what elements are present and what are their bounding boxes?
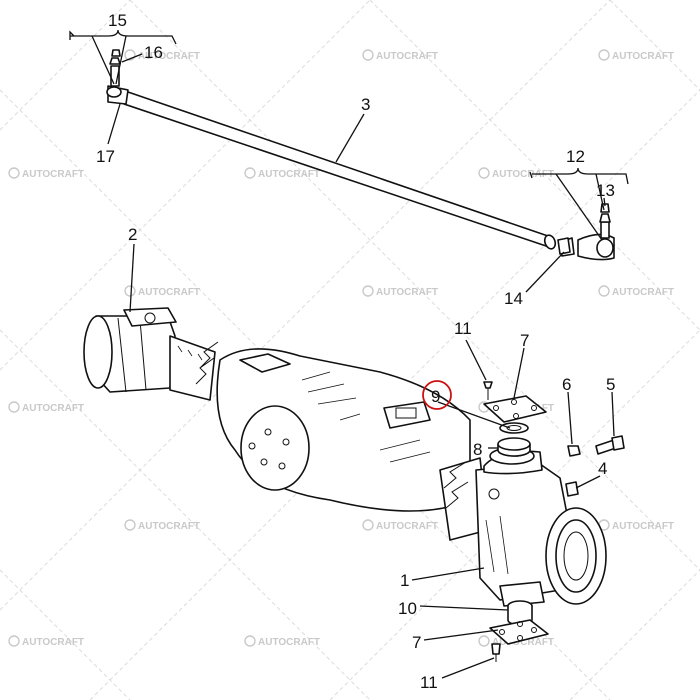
svg-text:AUTOCRAFT: AUTOCRAFT [612, 51, 674, 62]
watermark: AUTOCRAFT [362, 519, 438, 532]
svg-text:AUTOCRAFT: AUTOCRAFT [376, 521, 438, 532]
callout-16: 16 [144, 43, 163, 62]
callout-2: 2 [128, 225, 137, 244]
svg-text:AUTOCRAFT: AUTOCRAFT [492, 169, 554, 180]
svg-text:AUTOCRAFT: AUTOCRAFT [258, 169, 320, 180]
watermark: AUTOCRAFT [478, 635, 554, 648]
break-mark-left [195, 341, 219, 385]
watermark: AUTOCRAFT [244, 167, 320, 180]
svg-text:AUTOCRAFT: AUTOCRAFT [22, 637, 84, 648]
svg-text:AUTOCRAFT: AUTOCRAFT [492, 637, 554, 648]
svg-text:AUTOCRAFT: AUTOCRAFT [258, 637, 320, 648]
lower-cap-plate [489, 619, 549, 645]
watermark: AUTOCRAFT [244, 635, 320, 648]
lower-screw [491, 643, 501, 655]
left-ball-joint [106, 57, 129, 105]
watermark: AUTOCRAFT [8, 635, 84, 648]
tie-rod-tube-end [543, 234, 557, 250]
callout-9: 9 [431, 387, 440, 406]
callout-11: 11 [454, 319, 472, 338]
callout-5: 5 [606, 375, 615, 394]
watermark: AUTOCRAFT [598, 285, 674, 298]
differential-cover [240, 405, 310, 491]
exploded-parts [111, 49, 625, 662]
upper-cap-plate [483, 395, 547, 423]
axle-housing [83, 307, 607, 607]
callout-6: 6 [562, 375, 571, 394]
tie-rod-nut-left [111, 49, 121, 57]
left-hub-flange [123, 307, 177, 327]
watermark: AUTOCRAFT [8, 167, 84, 180]
svg-text:AUTOCRAFT: AUTOCRAFT [612, 521, 674, 532]
leader-lines [69, 29, 629, 679]
lower-kingpin-boss [499, 581, 545, 607]
callout-10: 10 [398, 599, 417, 618]
callout-11-lower: 11 [420, 673, 438, 692]
svg-text:AUTOCRAFT: AUTOCRAFT [376, 51, 438, 62]
callout-8: 8 [473, 440, 482, 459]
watermark: AUTOCRAFT [124, 49, 200, 62]
seal-ring [499, 422, 529, 434]
watermark: AUTOCRAFT [598, 49, 674, 62]
callout-13: 13 [596, 181, 615, 200]
svg-text:AUTOCRAFT: AUTOCRAFT [138, 51, 200, 62]
callout-4: 4 [598, 459, 607, 478]
highlight-circle [422, 380, 452, 410]
watermark: AUTOCRAFT [362, 49, 438, 62]
nut [567, 445, 581, 457]
callout-3: 3 [361, 95, 370, 114]
svg-text:AUTOCRAFT: AUTOCRAFT [612, 287, 674, 298]
clamp-bolt-right [557, 237, 571, 255]
callout-labels: 15 16 3 17 12 13 2 14 11 7 6 5 9 8 4 1 1… [96, 11, 615, 692]
callout-1: 1 [400, 571, 409, 590]
callout-15: 15 [108, 11, 127, 30]
watermark: AUTOCRAFT [598, 519, 674, 532]
svg-text:AUTOCRAFT: AUTOCRAFT [22, 403, 84, 414]
svg-text:AUTOCRAFT: AUTOCRAFT [138, 287, 200, 298]
svg-text:AUTOCRAFT: AUTOCRAFT [376, 287, 438, 298]
tie-rod-assembly [106, 57, 615, 261]
svg-text:AUTOCRAFT: AUTOCRAFT [22, 169, 84, 180]
watermark: AUTOCRAFT [124, 519, 200, 532]
callout-17: 17 [96, 147, 115, 166]
callout-12: 12 [566, 147, 585, 166]
callout-7: 7 [520, 331, 529, 350]
break-mark-right [443, 461, 469, 509]
callout-14: 14 [504, 289, 523, 308]
svg-text:AUTOCRAFT: AUTOCRAFT [138, 521, 200, 532]
callout-7-lower: 7 [412, 633, 421, 652]
upper-screw [483, 381, 493, 389]
watermark: AUTOCRAFT [362, 285, 438, 298]
watermark: AUTOCRAFT [8, 401, 84, 414]
watermark: AUTOCRAFT [478, 167, 554, 180]
mounting-pad-left [239, 353, 291, 373]
left-axle-tube [169, 335, 216, 401]
watermark: AUTOCRAFT [124, 285, 200, 298]
grease-nipple [565, 481, 579, 497]
